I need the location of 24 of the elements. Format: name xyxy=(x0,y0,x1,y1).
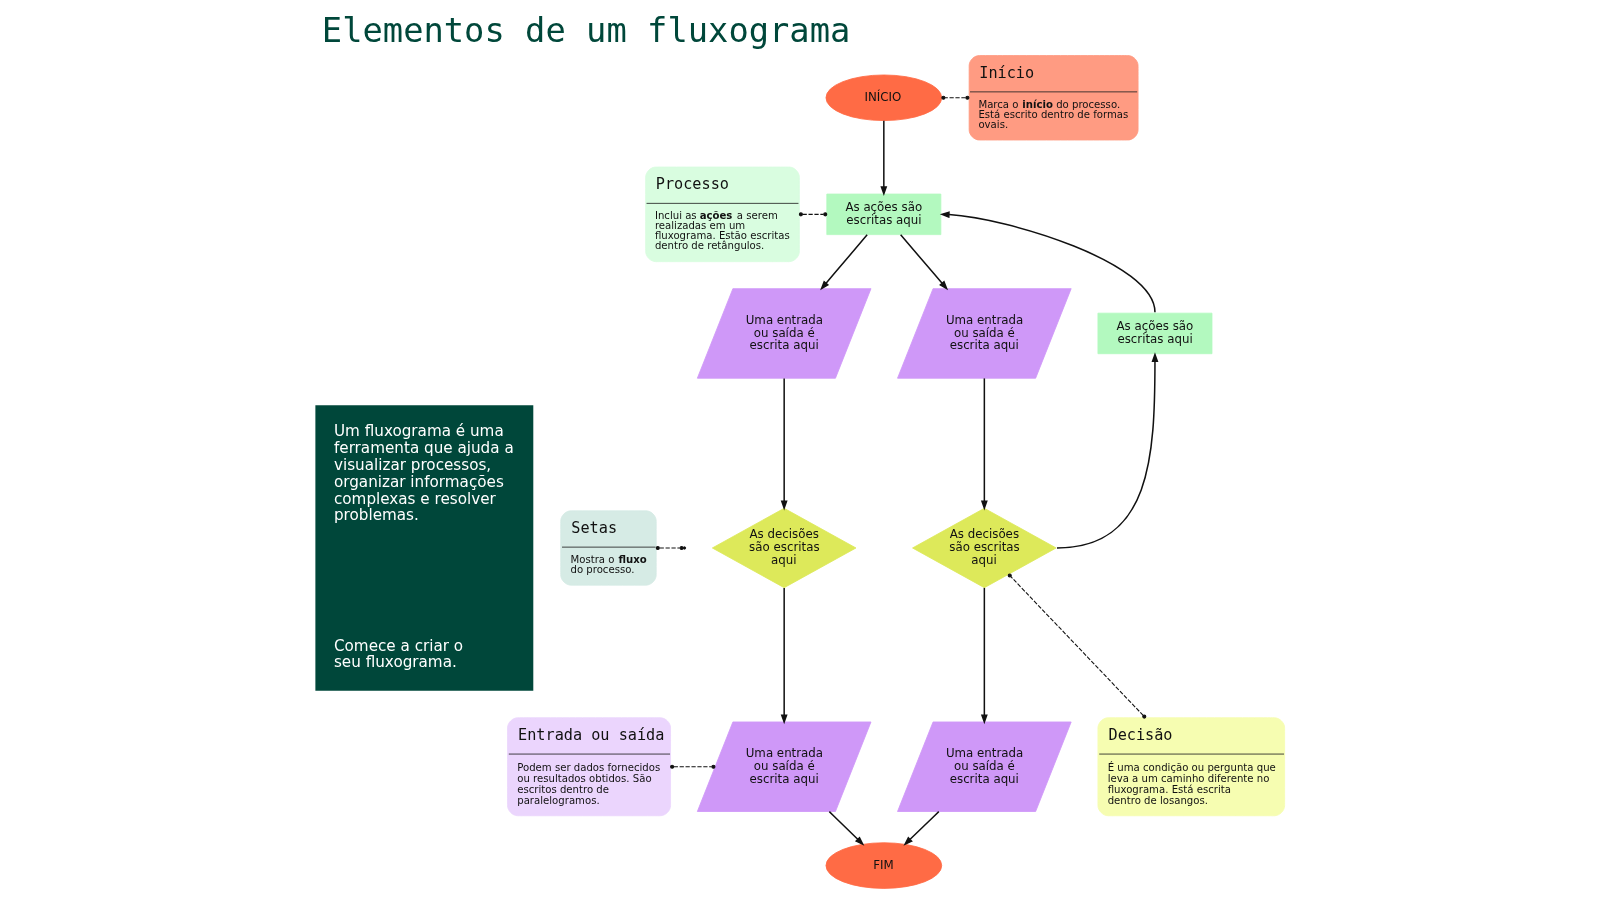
arrow xyxy=(880,120,888,196)
node-diamond: As decisões são escritas aqui xyxy=(711,507,857,589)
arrow xyxy=(820,234,868,291)
arrow xyxy=(980,587,988,725)
connector xyxy=(1007,573,1147,719)
arrow xyxy=(828,810,865,846)
node-box: As ações são escritas aqui xyxy=(1097,312,1213,355)
connector xyxy=(659,547,681,549)
arrow xyxy=(1056,352,1159,549)
node-ellipse: INÍCIO xyxy=(825,74,943,121)
connector xyxy=(941,95,970,100)
node-box: Um fluxograma é uma ferramenta que ajuda a visualizar processos, organizar informações complexas e resolver problemas. Comece a criar o seu fluxograma. xyxy=(315,405,534,691)
node-box: As ações são escritas aqui xyxy=(826,193,942,236)
node-diamond: As decisões são escritas aqui xyxy=(912,507,1057,589)
arrow xyxy=(780,587,788,725)
arrow xyxy=(980,377,988,511)
connector xyxy=(670,764,716,769)
arrow xyxy=(780,377,788,511)
arrow xyxy=(939,211,1156,314)
diagram-title: Elementos de um fluxograma xyxy=(321,11,851,51)
node-ellipse: FIM xyxy=(825,842,943,889)
arrow xyxy=(899,234,949,291)
arrow xyxy=(903,810,940,846)
connector xyxy=(798,212,828,217)
